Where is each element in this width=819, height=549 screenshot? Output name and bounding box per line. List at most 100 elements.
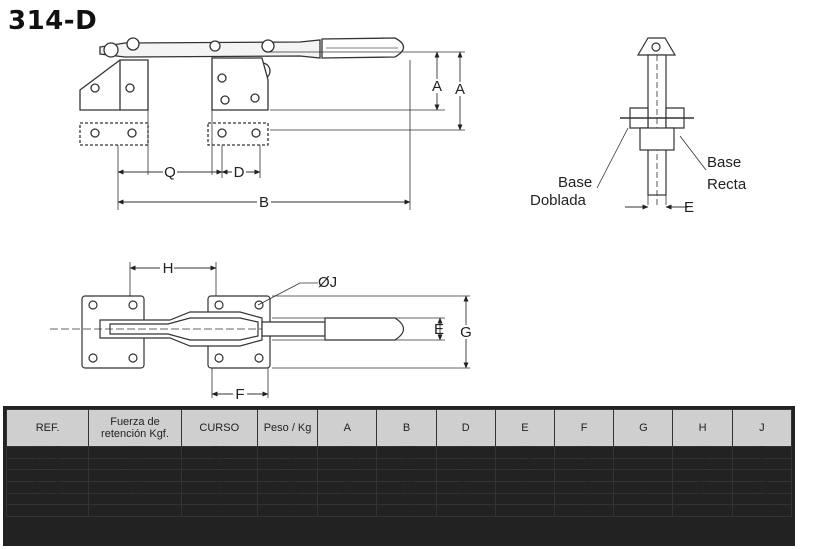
- dim-j-label: ØJ: [318, 274, 337, 291]
- table-cell: 35: [554, 458, 615, 471]
- table-cell: 340: [88, 504, 182, 518]
- table-cell: 0.67: [256, 493, 319, 506]
- table-cell: 50: [180, 458, 258, 471]
- dim-e-side-label: E: [684, 199, 694, 216]
- dim-f-label: F: [235, 386, 244, 403]
- table-header-row: REF. Fuerza de retención Kgf. CURSO Peso…: [5, 409, 793, 447]
- table-cell: 64: [180, 504, 258, 518]
- table-cell: [613, 504, 674, 518]
- col-header-j: J: [731, 409, 793, 447]
- col-header-d: D: [435, 409, 496, 447]
- table-cell: 35: [554, 446, 615, 459]
- table-cell: 32: [435, 469, 496, 483]
- col-header-e: E: [494, 409, 556, 447]
- table-cell: 8: [494, 481, 556, 494]
- col-header-fuerza: Fuerza de retención Kgf.: [88, 409, 182, 447]
- table-cell: 72: [672, 469, 733, 483]
- table-cell: 19: [435, 458, 496, 471]
- table-cell: 340: [88, 469, 182, 483]
- table-cell: 50: [180, 446, 258, 459]
- col-header-g: G: [613, 409, 674, 447]
- table-cell: 248: [376, 504, 437, 518]
- dim-d-label: D: [234, 164, 245, 181]
- dim-e-top-label: E: [434, 321, 444, 338]
- table-cell: 19: [435, 446, 496, 459]
- top-view: [50, 262, 470, 398]
- table-cell: 44: [494, 469, 556, 483]
- table-cell: 60: [613, 493, 674, 506]
- table-cell: 32: [435, 481, 496, 494]
- dim-b-label: B: [259, 194, 269, 211]
- table-cell: 0.66: [256, 481, 319, 494]
- table-cell: 0.67: [256, 504, 319, 518]
- spec-table: REF. Fuerza de retención Kgf. CURSO Peso…: [5, 409, 793, 518]
- table-cell: 340: [88, 493, 182, 506]
- table-cell: 7: [731, 458, 793, 471]
- table-cell: 64: [180, 469, 258, 483]
- col-header-ref: REF.: [5, 409, 90, 447]
- table-cell: 48: [554, 493, 615, 506]
- table-cell: 32: [435, 493, 496, 506]
- table-cell: 72: [672, 481, 733, 494]
- col-header-curso: CURSO: [180, 409, 258, 447]
- table-cell: 51: [317, 469, 378, 483]
- base-doblada-label-1: Base: [558, 174, 592, 191]
- table-cell: 8.5: [731, 481, 793, 494]
- table-cell: 32: [435, 504, 496, 518]
- table-cell: 8.5: [731, 493, 793, 506]
- table-cell: 49: [613, 446, 674, 459]
- table-cell: 62: [317, 481, 378, 494]
- table-cell: 0.3: [256, 458, 319, 471]
- table-cell: 44.5: [317, 458, 378, 471]
- table-cell: 38: [317, 446, 378, 459]
- table-cell: [613, 481, 674, 494]
- table-cell: 175: [376, 446, 437, 459]
- table-cell: 314-D: [5, 469, 90, 483]
- table-cell: 74: [672, 504, 733, 518]
- dim-q-label: Q: [164, 164, 176, 181]
- base-recta-label-1: Base: [707, 154, 741, 171]
- table-cell: 0.66: [256, 469, 319, 483]
- table-cell: 245: [376, 469, 437, 483]
- col-header-f: F: [554, 409, 615, 447]
- table-cell: 310-D: [5, 446, 90, 459]
- table-cell: 51: [317, 493, 378, 506]
- table-cell: 310-R: [5, 458, 90, 471]
- table-cell: 48: [554, 481, 615, 494]
- table-cell: 48: [554, 469, 615, 483]
- table-cell: 0.3: [256, 446, 319, 459]
- col-header-h: H: [672, 409, 733, 447]
- dim-g-label: G: [460, 324, 472, 341]
- table-cell: 170: [88, 446, 182, 459]
- table-cell: 314-R: [5, 481, 90, 494]
- table-cell: 32: [494, 446, 556, 459]
- table-cell: 44: [494, 493, 556, 506]
- table-cell: 8.5: [731, 469, 793, 483]
- table-cell: 170: [88, 458, 182, 471]
- table-cell: 64: [180, 493, 258, 506]
- technical-drawing: A A Q D B Base Doblada Base Recta E: [50, 37, 747, 403]
- table-cell: 326-D: [5, 493, 90, 506]
- table-cell: 62: [317, 504, 378, 518]
- table-cell: 48: [554, 504, 615, 518]
- table-cell: 175: [376, 458, 437, 471]
- table-cell: 8: [494, 504, 556, 518]
- table-cell: 48: [672, 458, 733, 471]
- end-view: [596, 37, 707, 210]
- table-cell: 340: [88, 481, 182, 494]
- table-cell: 7: [731, 446, 793, 459]
- base-recta-label-2: Recta: [707, 176, 747, 193]
- table-cell: 245: [376, 481, 437, 494]
- table-cell: 8.5: [731, 504, 793, 518]
- table-cell: 6.5: [494, 458, 556, 471]
- dim-h-label: H: [163, 260, 174, 277]
- table-cell: 48: [672, 446, 733, 459]
- table-cell: 326-R: [5, 504, 90, 518]
- col-header-peso: Peso / Kg: [256, 409, 319, 447]
- dim-a-inner-label: A: [432, 78, 442, 95]
